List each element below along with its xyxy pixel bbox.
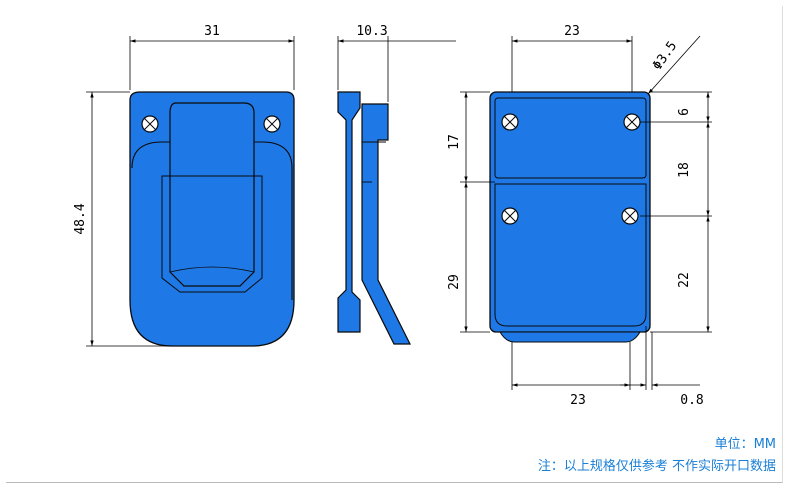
side-hasp	[361, 103, 411, 345]
base-hole-lower-right	[621, 207, 639, 225]
base-hole-lower-left	[501, 207, 519, 225]
base-upper-panel	[494, 97, 647, 179]
base-lower-holes-dim: 22	[677, 272, 692, 288]
side-body	[337, 91, 361, 333]
base-lower-panel	[494, 183, 647, 327]
front-height-dim: 48.4	[73, 203, 88, 234]
base-view: 23 Φ3.5 6 18 22 17 29 23 0.8	[447, 24, 712, 408]
front-hasp-frame	[131, 141, 293, 300]
base-top-width-dim: 23	[564, 24, 580, 39]
base-hole-upper-left	[501, 113, 519, 131]
base-bottom-lip	[499, 331, 641, 343]
disclaimer-note: 注：以上规格仅供参考 不作实际开口数据	[537, 459, 776, 474]
front-hole-right	[263, 115, 281, 133]
base-lower-height-dim: 29	[447, 274, 462, 290]
base-hole-spacing-dim: 18	[677, 162, 692, 178]
base-hole-dia-dim: Φ3.5	[650, 39, 680, 73]
base-hole-top-offset-dim: 6	[677, 108, 692, 116]
base-thickness-dim: 0.8	[680, 393, 703, 408]
side-view: 10.3	[337, 24, 456, 345]
base-hole-upper-right	[623, 113, 641, 131]
unit-note: 单位：MM	[714, 437, 776, 452]
side-depth-dim: 10.3	[356, 24, 387, 39]
front-width-dim: 31	[204, 24, 220, 39]
front-view: 31 48.4	[73, 24, 295, 347]
front-hasp	[169, 102, 255, 287]
base-upper-height-dim: 17	[447, 134, 462, 150]
front-hasp-inner	[161, 175, 263, 293]
base-bottom-width-dim: 23	[570, 393, 586, 408]
front-hole-left	[141, 115, 159, 133]
drawing-frame	[6, 6, 783, 483]
